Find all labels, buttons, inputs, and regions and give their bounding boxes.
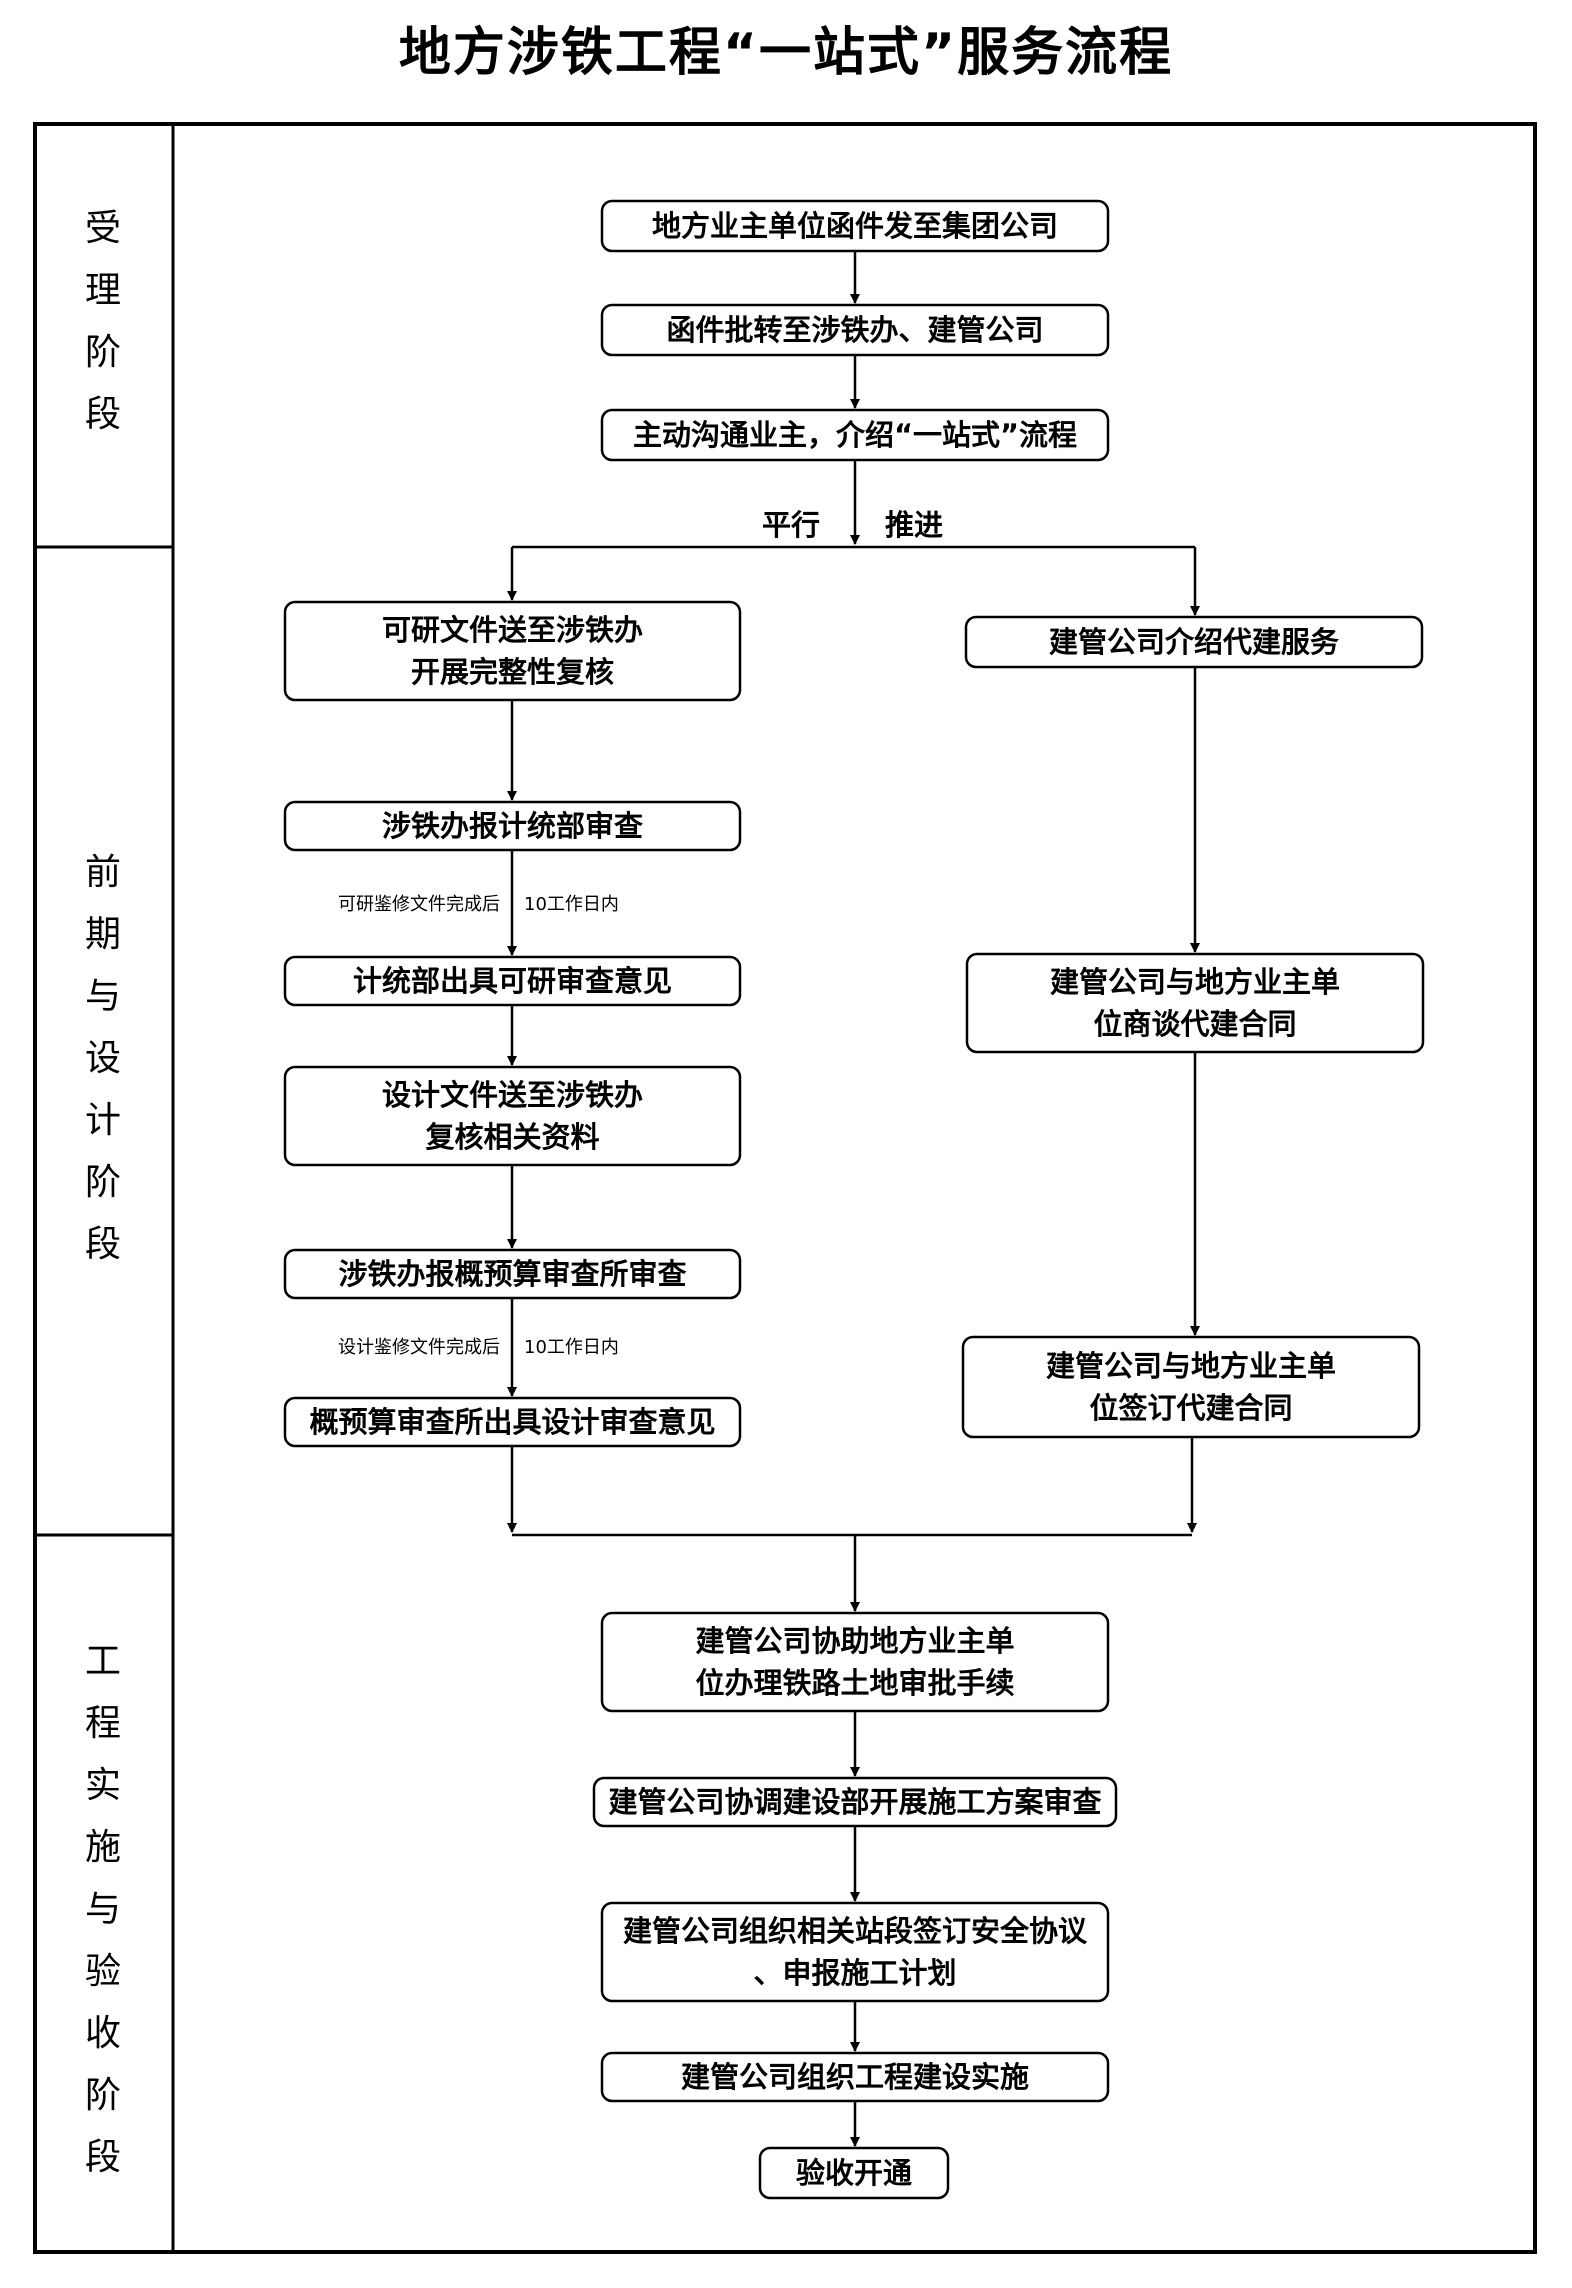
node-text-n2: 函件批转至涉铁办、建管公司 bbox=[666, 313, 1043, 347]
node-box-b5 bbox=[758, 2146, 950, 2200]
node-box-l1 bbox=[283, 600, 742, 702]
node-l6: 概预算审查所出具设计审查意见 bbox=[283, 1396, 742, 1448]
node-text-b5: 验收开通 bbox=[796, 2156, 912, 2190]
node-r3: 建管公司与地方业主单位签订代建合同 bbox=[961, 1335, 1421, 1439]
node-text-l2: 涉铁办报计统部审查 bbox=[382, 809, 643, 843]
node-box-l3 bbox=[283, 955, 742, 1007]
node-r2: 建管公司与地方业主单位商谈代建合同 bbox=[965, 952, 1425, 1054]
stage-label-design: 前期与设计阶段 bbox=[85, 852, 121, 1265]
node-r1: 建管公司介绍代建服务 bbox=[964, 615, 1424, 669]
split-label-left: 平行 bbox=[762, 508, 820, 542]
node-text-b2: 建管公司协调建设部开展施工方案审查 bbox=[608, 1785, 1101, 1819]
node-box-n2 bbox=[600, 303, 1110, 357]
nodes: 地方业主单位函件发至集团公司函件批转至涉铁办、建管公司主动沟通业主，介绍“一站式… bbox=[283, 199, 1425, 2200]
note1-right: 10工作日内 bbox=[524, 894, 619, 915]
note1-left: 可研鉴修文件完成后 bbox=[338, 894, 500, 915]
node-b1: 建管公司协助地方业主单位办理铁路土地审批手续 bbox=[600, 1611, 1110, 1713]
node-n2: 函件批转至涉铁办、建管公司 bbox=[600, 303, 1110, 357]
note2-right: 10工作日内 bbox=[524, 1337, 619, 1358]
node-box-l5 bbox=[283, 1248, 742, 1300]
node-text-l1: 可研文件送至涉铁办开展完整性复核 bbox=[382, 613, 643, 689]
node-text-r1: 建管公司介绍代建服务 bbox=[1049, 625, 1339, 659]
node-box-n1 bbox=[600, 199, 1110, 253]
node-text-b1: 建管公司协助地方业主单位办理铁路土地审批手续 bbox=[695, 1624, 1014, 1700]
node-text-r3: 建管公司与地方业主单位签订代建合同 bbox=[1046, 1349, 1336, 1425]
node-box-r1 bbox=[964, 615, 1424, 669]
note2-left: 设计鉴修文件完成后 bbox=[338, 1337, 500, 1358]
node-l3: 计统部出具可研审查意见 bbox=[283, 955, 742, 1007]
node-l2: 涉铁办报计统部审查 bbox=[283, 800, 742, 852]
node-box-r2 bbox=[965, 952, 1425, 1054]
node-box-b2 bbox=[592, 1776, 1118, 1828]
node-text-l4: 设计文件送至涉铁办复核相关资料 bbox=[382, 1078, 643, 1154]
node-b3: 建管公司组织相关站段签订安全协议、申报施工计划 bbox=[600, 1901, 1110, 2003]
node-text-b3: 建管公司组织相关站段签订安全协议、申报施工计划 bbox=[623, 1914, 1088, 1990]
node-text-r2: 建管公司与地方业主单位商谈代建合同 bbox=[1050, 965, 1340, 1041]
connectors bbox=[507, 251, 1200, 2147]
node-b4: 建管公司组织工程建设实施 bbox=[600, 2051, 1110, 2103]
node-n3: 主动沟通业主，介绍“一站式”流程 bbox=[600, 408, 1110, 462]
node-box-b4 bbox=[600, 2051, 1110, 2103]
node-box-l4 bbox=[283, 1065, 742, 1167]
node-box-l2 bbox=[283, 800, 742, 852]
node-l5: 涉铁办报概预算审查所审查 bbox=[283, 1248, 742, 1300]
node-text-l3: 计统部出具可研审查意见 bbox=[353, 964, 672, 998]
node-text-l6: 概预算审查所出具设计审查意见 bbox=[309, 1405, 715, 1439]
node-box-b3 bbox=[600, 1901, 1110, 2003]
stage-label-accept: 受理阶段 bbox=[85, 208, 121, 435]
page-title: 地方涉铁工程“一站式”服务流程 bbox=[398, 23, 1174, 83]
node-text-n1: 地方业主单位函件发至集团公司 bbox=[652, 209, 1058, 243]
node-box-n3 bbox=[600, 408, 1110, 462]
node-b2: 建管公司协调建设部开展施工方案审查 bbox=[592, 1776, 1118, 1828]
split-label-right: 推进 bbox=[885, 508, 943, 542]
node-text-b4: 建管公司组织工程建设实施 bbox=[681, 2060, 1029, 2094]
node-text-n3: 主动沟通业主，介绍“一站式”流程 bbox=[633, 418, 1077, 452]
node-box-r3 bbox=[961, 1335, 1421, 1439]
node-box-b1 bbox=[600, 1611, 1110, 1713]
node-n1: 地方业主单位函件发至集团公司 bbox=[600, 199, 1110, 253]
node-l1: 可研文件送至涉铁办开展完整性复核 bbox=[283, 600, 742, 702]
node-b5: 验收开通 bbox=[758, 2146, 950, 2200]
outer-frame bbox=[33, 122, 1537, 2254]
node-text-l5: 涉铁办报概预算审查所审查 bbox=[338, 1257, 686, 1291]
stage-label-build: 工程实施与验收阶段 bbox=[85, 1641, 121, 2178]
node-box-l6 bbox=[283, 1396, 742, 1448]
node-l4: 设计文件送至涉铁办复核相关资料 bbox=[283, 1065, 742, 1167]
